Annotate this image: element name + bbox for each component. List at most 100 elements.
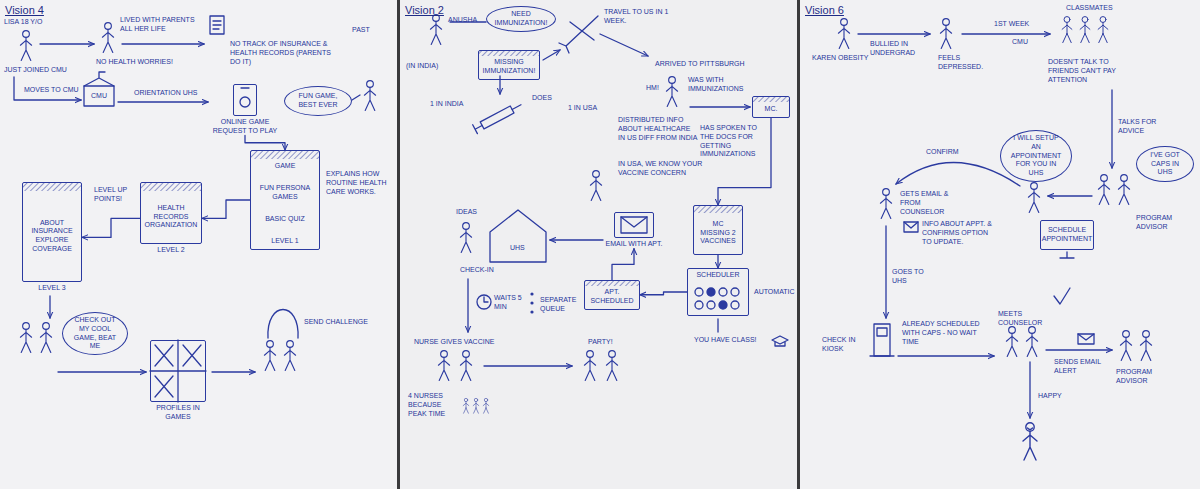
sketch-line xyxy=(1048,195,1092,196)
sketch-line xyxy=(212,371,255,372)
sketch-line xyxy=(352,95,360,100)
stick-figure xyxy=(483,398,489,413)
note-text: WAS WITH IMMUNIZATIONS xyxy=(688,76,746,94)
box-text: BASIC QUIZ xyxy=(265,215,305,224)
box-text: LEVEL 1 xyxy=(271,237,298,246)
stick-figure xyxy=(284,341,295,371)
hatched-band xyxy=(694,206,742,213)
sketch-line xyxy=(690,106,750,107)
note-text: NO TRACK OF INSURANCE & HEALTH RECORDS (… xyxy=(230,40,340,66)
note-text: CMU xyxy=(91,92,107,101)
sheet-title: Vision 2 xyxy=(400,2,449,20)
sketch-line xyxy=(717,319,718,332)
note-text: HAPPY xyxy=(1038,392,1062,401)
note-text: SEPARATE QUEUE xyxy=(540,296,586,314)
sketch-line xyxy=(885,226,886,318)
sketch-line xyxy=(695,301,703,309)
note-text: SEND CHALLENGE xyxy=(304,318,368,327)
sketch-line xyxy=(58,371,146,372)
queue-dot xyxy=(530,292,533,313)
profile-grid: PROFILES IN GAMES xyxy=(150,340,206,422)
note-text: LISA 18 Y/O xyxy=(4,18,42,27)
note-text: LEVEL UP POINTS! xyxy=(94,186,136,204)
box-text: MISSING IMMUNIZATION! xyxy=(482,58,536,76)
sketch-line xyxy=(707,301,715,309)
email-box: EMAIL WITH APT. xyxy=(605,212,663,249)
note-text: IDEAS xyxy=(456,208,477,217)
note-text: CONFIRM xyxy=(926,148,959,157)
sheet-title: Vision 4 xyxy=(0,2,49,20)
sketch-line xyxy=(484,365,572,366)
note-text: INFO ABOUT APPT. & CONFIRMS OPTION TO UP… xyxy=(922,220,996,246)
sketch-line xyxy=(210,16,224,34)
record-card: MC. xyxy=(752,96,790,118)
bubble-outline: I WILL SETUP AN APPOINTMENT FOR YOU IN U… xyxy=(1000,130,1072,182)
sketch-line xyxy=(904,222,918,228)
note-text: DISTRIBUTED INFO ABOUT HEALTHCARE IN US … xyxy=(618,116,698,142)
sketch-line xyxy=(600,34,648,56)
sketch-line xyxy=(1060,252,1074,258)
box-outline: MCMISSING 2 VACCINES xyxy=(693,205,743,255)
box-text: MC xyxy=(713,220,724,229)
box-outline xyxy=(150,340,206,402)
box-text: APT. SCHEDULED xyxy=(588,288,636,306)
hatched-band xyxy=(141,183,201,191)
sketch-line xyxy=(719,301,727,309)
sketch-line xyxy=(1111,90,1112,168)
note-text: HM! xyxy=(646,84,659,93)
stick-figure xyxy=(666,77,677,107)
box-outline: GAMEFUN PERSONA GAMESBASIC QUIZLEVEL 1 xyxy=(250,150,320,250)
note-text: AUTOMATIC xyxy=(754,288,795,297)
sketch-line xyxy=(621,217,647,227)
hatched-band xyxy=(23,51,789,286)
stick-figure xyxy=(838,19,849,49)
sketch-line xyxy=(874,324,890,356)
box-caption: LEVEL 2 xyxy=(140,246,202,255)
stick-figure xyxy=(584,351,595,381)
box-text: GAME xyxy=(275,162,296,171)
box-text: I WILL SETUP AN APPOINTMENT FOR YOU IN U… xyxy=(1008,134,1064,178)
note-text: GOES TO UHS xyxy=(892,268,932,286)
speech-bubble: I'VE GOT CAPS IN UHS xyxy=(1136,146,1194,182)
sketch-line xyxy=(772,336,788,346)
sketch-line xyxy=(695,288,703,296)
bubble-outline: I'VE GOT CAPS IN UHS xyxy=(1136,146,1194,182)
note-text: NO HEALTH WORRIES! xyxy=(96,58,173,67)
box-outline: SCHEDULER xyxy=(687,268,749,316)
hatched-band xyxy=(479,51,539,56)
note-text: TRAVEL TO US IN 1 WEEK. xyxy=(604,8,684,26)
sketch-line xyxy=(213,21,221,29)
sketch-line xyxy=(858,33,930,34)
note-text: (IN INDIA) xyxy=(406,62,438,71)
phone-screen: ONLINE GAME REQUEST TO PLAY xyxy=(212,84,278,136)
sketch-line xyxy=(877,328,887,336)
box-outline: MC. xyxy=(752,96,790,118)
sketch-line xyxy=(1078,334,1094,340)
stick-figure xyxy=(438,351,449,381)
note-text: MEETS COUNSELOR xyxy=(998,310,1060,328)
box-caption: LEVEL 3 xyxy=(22,284,82,293)
stick-figure xyxy=(460,351,471,381)
connector-arrow xyxy=(640,292,687,295)
speech-bubble: I WILL SETUP AN APPOINTMENT FOR YOU IN U… xyxy=(1000,130,1072,182)
note-text: KAREN OBESITY xyxy=(812,54,868,63)
sketch-line xyxy=(1046,349,1112,350)
stick-figure xyxy=(880,189,891,219)
stick-figure xyxy=(473,398,479,413)
box-text: FUN GAME, BEST EVER xyxy=(292,92,344,110)
sketch-line xyxy=(731,301,739,309)
queue-dot xyxy=(530,301,533,304)
hatched-band xyxy=(251,151,319,159)
sketch-line xyxy=(870,355,894,356)
note-text: NURSE GIVES VACCINE xyxy=(414,338,494,347)
stick-figure xyxy=(20,323,31,353)
note-text: SENDS EMAIL ALERT xyxy=(1054,358,1104,376)
note-text: CHECK-IN xyxy=(460,266,494,275)
box-outline xyxy=(233,84,257,116)
stick-figure xyxy=(1028,183,1039,213)
note-text: BULLIED IN UNDERGRAD xyxy=(870,40,930,58)
sketch-line xyxy=(484,297,488,302)
note-text: WAITS 5 MIN xyxy=(494,294,526,312)
note-text: 1ST WEEK xyxy=(994,20,1029,29)
